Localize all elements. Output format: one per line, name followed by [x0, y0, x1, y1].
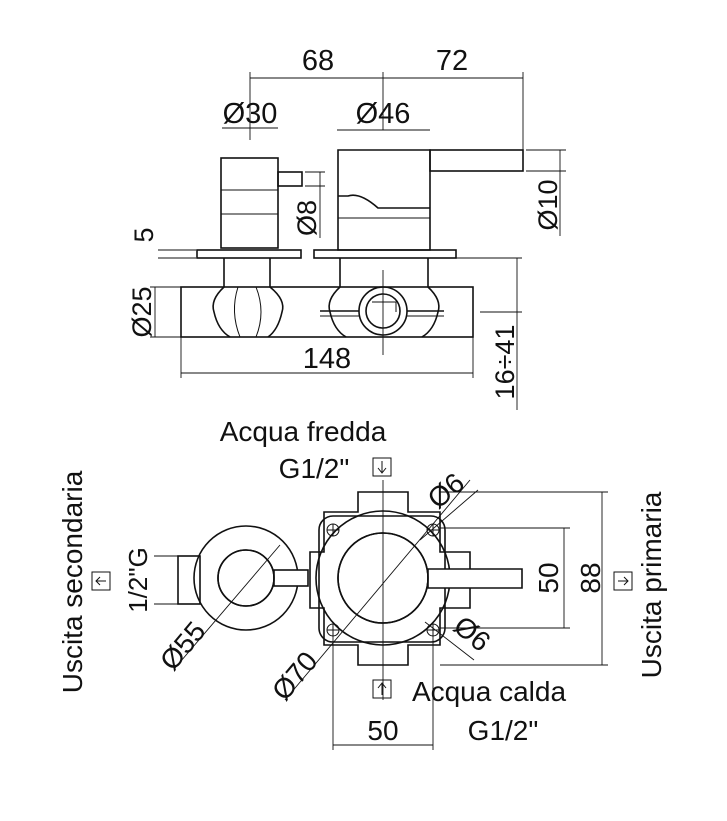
arrow-up-icon	[372, 679, 392, 699]
pin-d8	[277, 171, 303, 187]
lever	[427, 568, 523, 589]
dim-d6-bottom: Ø6	[448, 610, 497, 658]
arrow-up-icon	[91, 571, 111, 591]
primary-outlet-label: Uscita primaria	[636, 491, 667, 678]
dim-72: 72	[436, 45, 468, 77]
hot-water-thread: G1/2"	[468, 715, 539, 746]
dim-50-right: 50	[533, 562, 564, 593]
arrow-down-icon	[613, 571, 633, 591]
dim-d70: Ø70	[266, 646, 324, 706]
arrow-down-icon	[372, 457, 392, 477]
secondary-thread: 1/2"G	[123, 547, 153, 613]
dim-50-bottom: 50	[367, 715, 398, 746]
dim-68: 68	[302, 45, 334, 77]
secondary-outlet-label: Uscita secondaria	[57, 470, 88, 693]
right-flange	[313, 249, 457, 259]
dim-16-41: 16÷41	[490, 325, 520, 400]
dim-88: 88	[575, 562, 606, 593]
dim-d30: Ø30	[223, 98, 278, 130]
dim-d55: Ø55	[154, 616, 212, 676]
cold-water-label: Acqua fredda	[220, 416, 387, 447]
cold-water-thread: G1/2"	[279, 453, 350, 484]
dim-5: 5	[129, 227, 159, 242]
hot-water-label: Acqua calda	[412, 676, 567, 707]
dim-148: 148	[303, 343, 351, 375]
dim-d8: Ø8	[292, 200, 322, 236]
dim-d6-top: Ø6	[422, 467, 471, 515]
side-view: 68 72 Ø30 Ø46 Ø8 Ø10 5	[127, 45, 566, 410]
dim-d46: Ø46	[356, 98, 411, 130]
housing	[180, 286, 474, 338]
lever-d10	[429, 149, 524, 172]
right-body	[337, 149, 431, 251]
front-view: Acqua fredda G1/2" Ø6 88 50 Uscita prima…	[57, 416, 667, 750]
diverter-pin	[273, 569, 309, 587]
left-stem	[220, 157, 279, 249]
left-flange	[196, 249, 302, 259]
dim-d25: Ø25	[127, 286, 157, 337]
secondary-outlet	[177, 555, 201, 605]
dim-d10: Ø10	[533, 179, 563, 230]
